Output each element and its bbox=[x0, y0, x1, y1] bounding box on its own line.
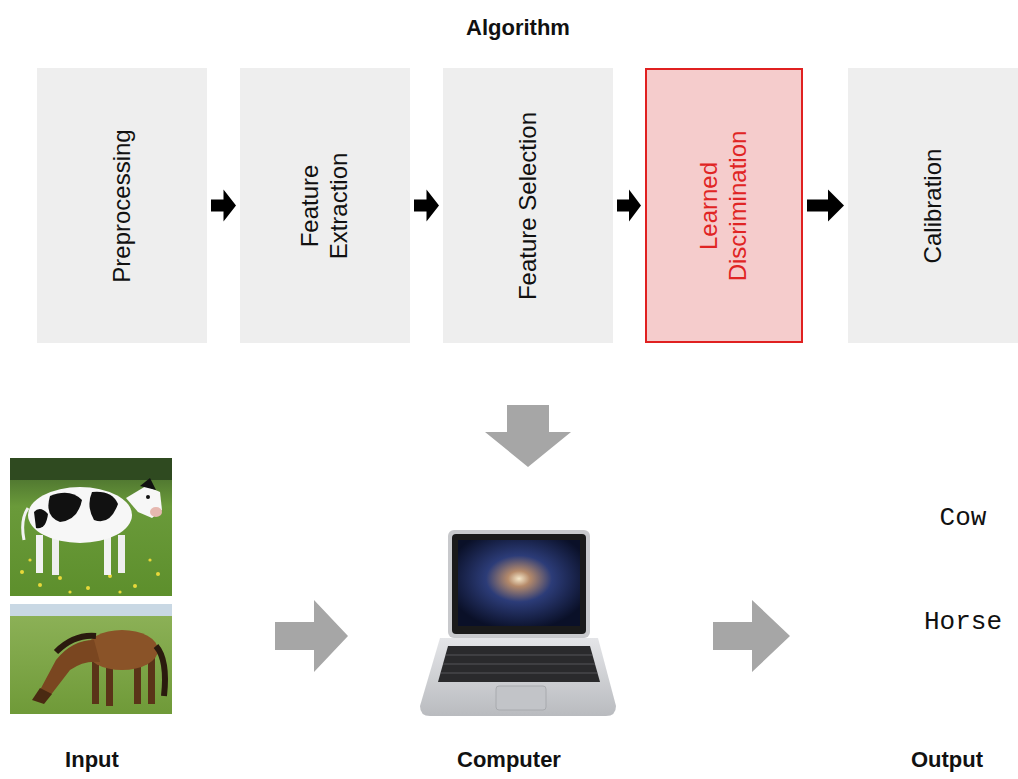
arrow-shape bbox=[807, 190, 844, 222]
diagram-title: Algorithm bbox=[466, 15, 570, 41]
stage-box: Feature Extraction bbox=[240, 68, 410, 343]
flow-arrow bbox=[211, 190, 236, 222]
arrow-shape bbox=[617, 190, 641, 222]
section-label: Output bbox=[911, 747, 983, 773]
cow-photo bbox=[10, 458, 172, 596]
stage-label: Calibration bbox=[919, 86, 948, 326]
stage-label: Preprocessing bbox=[108, 86, 137, 326]
flow-arrow bbox=[485, 405, 571, 467]
stage-box: Calibration bbox=[848, 68, 1018, 343]
output-class: Horse bbox=[924, 607, 1002, 637]
section-label: Input bbox=[65, 747, 119, 773]
stage-label: Feature Extraction bbox=[296, 138, 354, 273]
arrow-shape bbox=[211, 190, 236, 222]
laptop bbox=[420, 530, 616, 716]
flow-arrow bbox=[713, 600, 790, 672]
section-label: Computer bbox=[457, 747, 561, 773]
output-class: Cow bbox=[940, 503, 987, 533]
stage-box: Feature Selection bbox=[443, 68, 613, 343]
flow-arrow bbox=[617, 190, 641, 222]
stage-box: Preprocessing bbox=[37, 68, 207, 343]
flow-arrow bbox=[275, 600, 348, 672]
stage-label: Learned Discrimination bbox=[695, 106, 753, 306]
arrow-shape bbox=[414, 190, 439, 222]
flow-arrow bbox=[807, 190, 844, 222]
stage-box: Learned Discrimination bbox=[645, 68, 803, 343]
flow-arrow bbox=[414, 190, 439, 222]
horse-photo bbox=[10, 604, 172, 714]
stage-label: Feature Selection bbox=[514, 81, 543, 331]
